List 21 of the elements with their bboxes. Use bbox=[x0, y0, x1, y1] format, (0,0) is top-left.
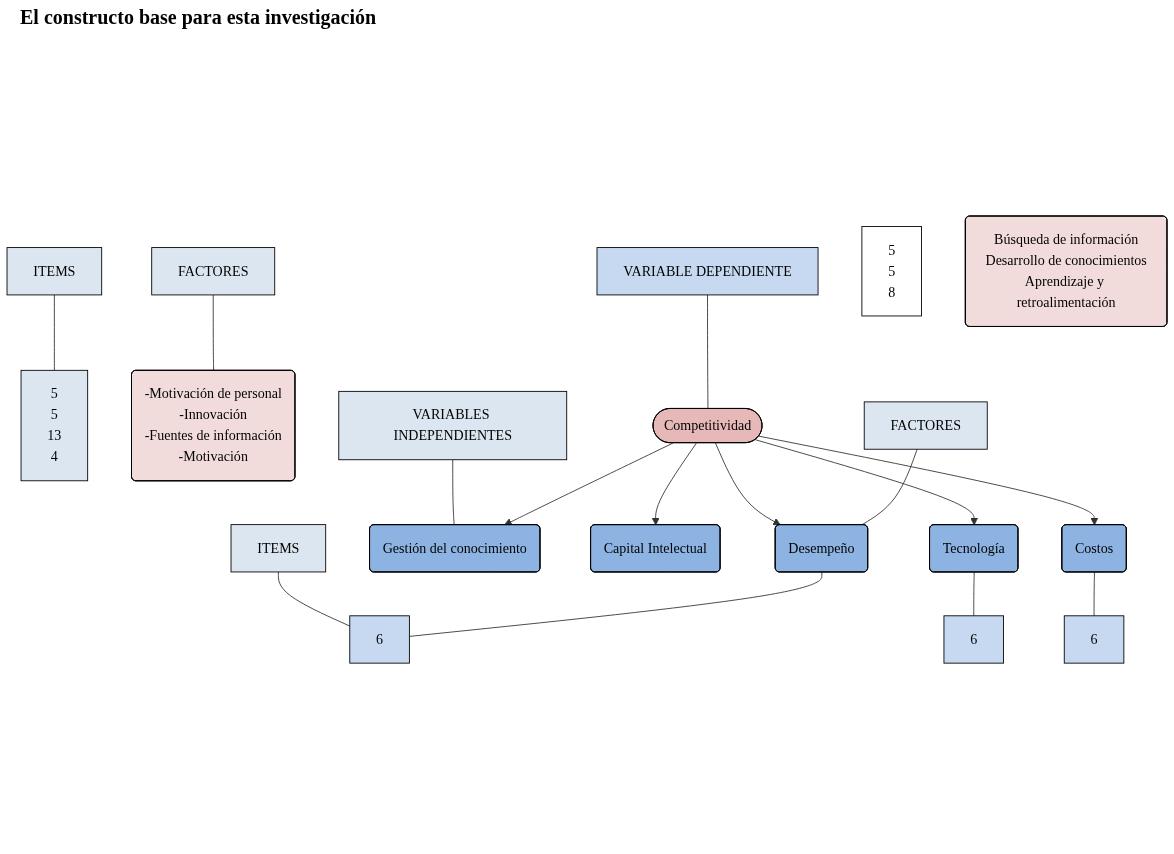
node-box: ITEMS bbox=[230, 524, 327, 573]
node-box: VARIABLES INDEPENDIENTES bbox=[338, 391, 568, 461]
node-box: 6 bbox=[943, 615, 1004, 664]
node-box: ITEMS bbox=[6, 247, 103, 296]
node-box: 5 5 8 bbox=[861, 226, 922, 317]
node-box: FACTORES bbox=[151, 247, 276, 296]
node-box: VARIABLE DEPENDIENTE bbox=[596, 247, 819, 296]
diagram-title: El constructo base para esta investigación bbox=[20, 6, 377, 29]
connector bbox=[277, 571, 351, 627]
connector bbox=[53, 294, 55, 372]
node-box: FACTORES bbox=[863, 401, 988, 451]
connector bbox=[408, 572, 823, 638]
connector bbox=[707, 294, 709, 410]
node-box: 5 5 13 4 bbox=[20, 370, 89, 482]
connector bbox=[1093, 572, 1095, 617]
connector bbox=[212, 294, 215, 372]
node-box: 6 bbox=[1063, 615, 1125, 664]
connector bbox=[861, 449, 918, 526]
connector bbox=[973, 572, 975, 617]
node-box: 6 bbox=[349, 615, 410, 664]
connector bbox=[452, 459, 455, 526]
